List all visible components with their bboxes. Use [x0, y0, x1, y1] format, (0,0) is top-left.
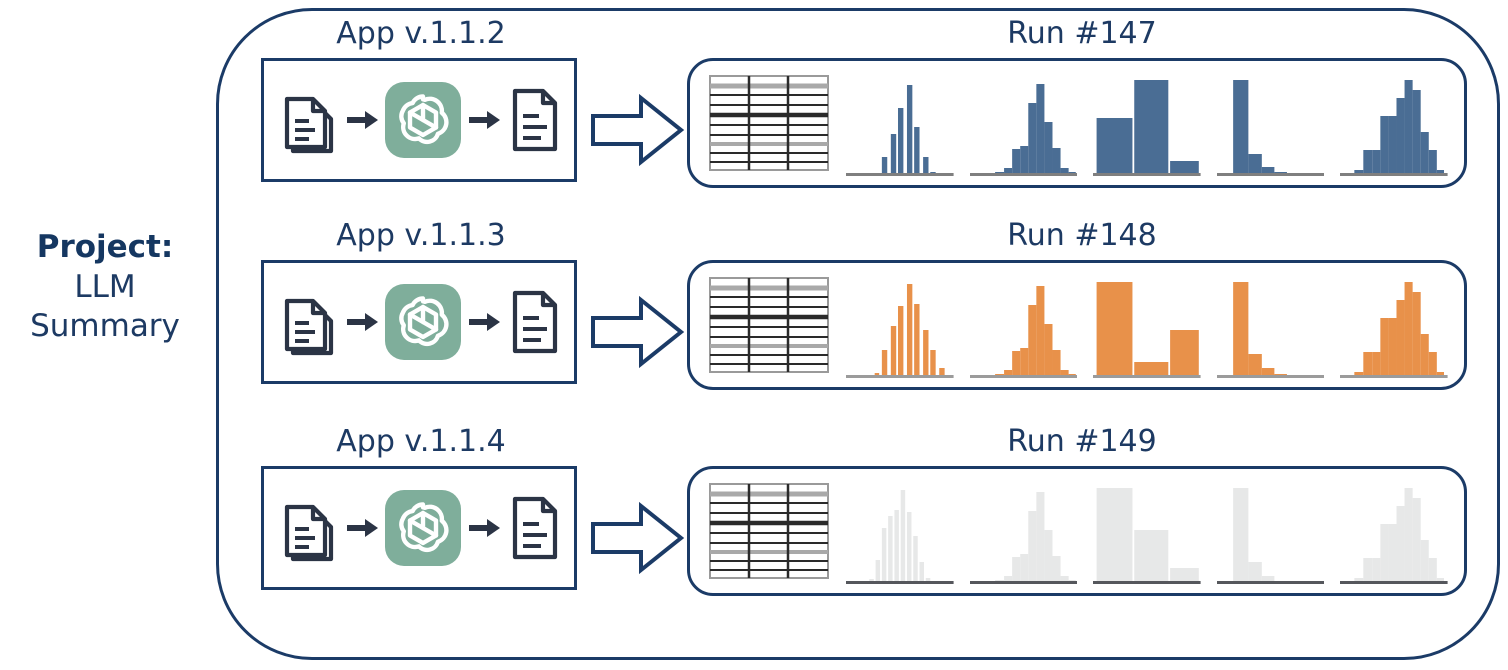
- arrow-right-icon: [345, 309, 379, 335]
- arrow-right-icon: [467, 309, 501, 335]
- project-row: App v.1.1.4: [219, 427, 1497, 627]
- flow-arrow-icon: [589, 292, 685, 372]
- openai-logo-icon: [385, 490, 461, 566]
- run-label: Run #149: [1007, 424, 1157, 459]
- histogram-5: [1340, 480, 1448, 584]
- run-label: Run #148: [1007, 218, 1157, 253]
- project-label: Project: LLM Summary: [0, 228, 210, 347]
- run-column: Run #149: [687, 427, 1477, 596]
- app-column: App v.1.1.3: [261, 221, 581, 384]
- run-results-box[interactable]: [687, 58, 1467, 188]
- project-row: App v.1.1.2: [219, 19, 1497, 219]
- run-results-box[interactable]: [687, 466, 1467, 596]
- histogram-4: [1217, 72, 1325, 176]
- app-version-label: App v.1.1.4: [336, 424, 506, 459]
- histogram-3: [1093, 72, 1201, 176]
- arrow-right-icon: [345, 515, 379, 541]
- histogram-2: [970, 72, 1078, 176]
- arrow-right-icon: [467, 107, 501, 133]
- run-label: Run #147: [1007, 16, 1157, 51]
- histogram-1: [846, 72, 954, 176]
- flow-arrow-icon: [589, 498, 685, 578]
- document-icon: [507, 491, 561, 565]
- project-name-line1: LLM: [74, 268, 136, 305]
- run-column: Run #148: [687, 221, 1477, 390]
- app-column: App v.1.1.4: [261, 427, 581, 590]
- arrow-right-icon: [467, 515, 501, 541]
- app-pipeline-box[interactable]: [261, 260, 577, 384]
- histogram-4: [1217, 274, 1325, 378]
- document-icon: [507, 83, 561, 157]
- run-column: Run #147: [687, 19, 1477, 188]
- results-table-thumbnail[interactable]: [708, 481, 830, 581]
- project-container: App v.1.1.2: [216, 8, 1500, 660]
- openai-logo-icon: [385, 82, 461, 158]
- histogram-2: [970, 480, 1078, 584]
- flow-arrow-icon: [589, 90, 685, 170]
- histogram-5: [1340, 72, 1448, 176]
- run-results-box[interactable]: [687, 260, 1467, 390]
- histogram-1: [846, 274, 954, 378]
- histogram-3: [1093, 480, 1201, 584]
- project-name-line2: Summary: [30, 308, 180, 345]
- app-pipeline-box[interactable]: [261, 466, 577, 590]
- app-column: App v.1.1.2: [261, 19, 581, 182]
- documents-stack-icon: [277, 285, 339, 359]
- project-row: App v.1.1.3: [219, 221, 1497, 421]
- app-pipeline-box[interactable]: [261, 58, 577, 182]
- arrow-right-icon: [345, 107, 379, 133]
- results-table-thumbnail[interactable]: [708, 73, 830, 173]
- project-title-label: Project:: [36, 229, 174, 265]
- results-table-thumbnail[interactable]: [708, 275, 830, 375]
- histogram-4: [1217, 480, 1325, 584]
- documents-stack-icon: [277, 83, 339, 157]
- documents-stack-icon: [277, 491, 339, 565]
- app-version-label: App v.1.1.2: [336, 16, 506, 51]
- document-icon: [507, 285, 561, 359]
- openai-logo-icon: [385, 284, 461, 360]
- histogram-2: [970, 274, 1078, 378]
- histogram-5: [1340, 274, 1448, 378]
- histogram-3: [1093, 274, 1201, 378]
- app-version-label: App v.1.1.3: [336, 218, 506, 253]
- histogram-1: [846, 480, 954, 584]
